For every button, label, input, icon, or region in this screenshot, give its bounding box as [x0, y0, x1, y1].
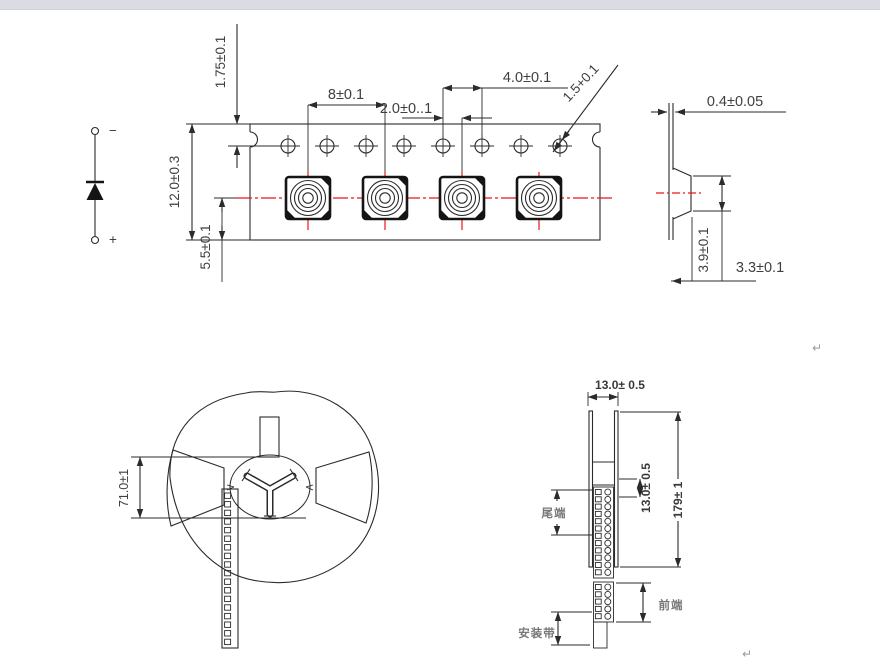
tape-hole: [224, 612, 232, 620]
tape-hole: [224, 595, 232, 603]
dim-component-pitch: 8±0.1: [328, 87, 364, 103]
tape-hole: [224, 621, 232, 628]
dim-tape-thickness: 0.4±0.05: [707, 94, 763, 110]
wound-tape-block: [593, 486, 614, 579]
reel-flange-left: [588, 410, 594, 568]
tape-section-view: 0.4±0.05 3.9±0.1 3.3±0.1: [651, 94, 786, 285]
anode-terminal-icon: [90, 235, 100, 245]
dim-hub-height: 71.0±1: [117, 469, 131, 507]
sprocket-hole: [547, 134, 573, 158]
dim-hole-to-component: 2.0±0..1: [380, 101, 432, 117]
reel-hub: [229, 454, 311, 520]
tape-hole: [224, 518, 232, 525]
reel-outline: [169, 390, 380, 584]
reel-top-slot: [259, 416, 280, 458]
component-pocket: [284, 170, 332, 232]
tape-hole: [224, 587, 232, 594]
dim-reel-width: 13.0± 0.5: [595, 378, 645, 392]
pocket-pair: [594, 612, 612, 620]
dim-pocket-depth: 3.3±0.1: [736, 260, 784, 276]
tape-left-notch: [249, 131, 258, 148]
cathode-terminal-icon: [90, 126, 100, 136]
component-pocket: [515, 170, 563, 232]
empty-leader-strip: [593, 621, 608, 649]
pocket-pair: [594, 554, 612, 562]
pocket-pair: [594, 561, 612, 569]
pocket-pair: [594, 532, 612, 540]
sprocket-hole: [314, 134, 340, 158]
pocket-pair: [594, 539, 612, 547]
reel-window-left: [166, 449, 225, 527]
diode-triangle-icon: [86, 183, 104, 200]
tape-hole: [224, 630, 232, 637]
window-top-bar: [0, 0, 880, 10]
tape-and-reel-technical-drawing: − +: [86, 24, 822, 661]
pocket-pair: [594, 510, 612, 518]
dim-inner-width: 13.0± 0.5: [639, 463, 653, 513]
tape-hole: [224, 526, 232, 534]
front-end-label: 前端: [659, 598, 684, 612]
reel-side-view: 13.0± 0.5: [518, 378, 685, 649]
tape-leader-strip: [221, 488, 239, 649]
pocket-pair: [594, 605, 612, 613]
pocket-pair: [594, 568, 612, 576]
tape-hole: [224, 492, 232, 499]
dim-edge-to-hole: 1.75±0.1: [213, 36, 228, 88]
dim-reel-length: 179± 1: [671, 481, 685, 518]
reel-window-right: [315, 451, 373, 524]
paragraph-mark: ↵: [742, 647, 752, 661]
anode-polarity-label: +: [109, 232, 117, 247]
dim-component-center-offset: 5.5±0.1: [198, 225, 213, 270]
tape-hole: [224, 552, 232, 560]
pocket-pair: [594, 488, 612, 496]
sprocket-hole: [391, 134, 417, 158]
tape-hole: [224, 638, 232, 646]
paragraph-mark: ↵: [812, 341, 822, 355]
pocket-pair: [594, 590, 612, 598]
tape-hole: [224, 604, 232, 611]
tape-outline: [249, 123, 601, 241]
tape-hole: [224, 578, 232, 585]
dim-hole-pitch: 4.0±0.1: [503, 70, 551, 86]
component-pocket: [361, 170, 409, 232]
tape-hole: [224, 544, 232, 551]
reel-front-view: 71.0±1: [117, 390, 380, 649]
pocket-pair: [594, 517, 612, 525]
tape-hole: [224, 509, 232, 517]
component-pocket: [438, 170, 486, 232]
tape-right-notch: [592, 131, 601, 148]
diode-symbol: − +: [86, 123, 117, 247]
pocket-pair: [594, 503, 612, 511]
carrier-tape-top-view: 8±0.1 4.0±0.1 2.0±0..1 1.75±0.1 12.0±0.3: [167, 24, 619, 282]
pocket-pair: [594, 525, 612, 533]
pocket-pair: [594, 495, 612, 503]
tape-hole: [224, 535, 232, 542]
dim-tape-width: 12.0±0.3: [167, 156, 182, 208]
cathode-polarity-label: −: [109, 123, 117, 138]
sprocket-hole: [353, 134, 379, 158]
reel-flange-right: [613, 410, 619, 568]
hub-spindle-slot: [241, 468, 299, 518]
tape-hole: [224, 501, 232, 508]
sprocket-hole: [508, 134, 534, 158]
dim-pocket-width: 3.9±0.1: [696, 228, 711, 273]
pocket-pair: [594, 583, 612, 591]
mounting-tape-label: 安装带: [518, 626, 556, 640]
tape-hole: [224, 561, 232, 568]
pocket-pair: [594, 598, 612, 606]
pocket-pair: [594, 547, 612, 554]
dim-hole-diameter: 1.5+0.1: [560, 61, 602, 104]
tail-end-label: 尾端: [541, 506, 567, 520]
